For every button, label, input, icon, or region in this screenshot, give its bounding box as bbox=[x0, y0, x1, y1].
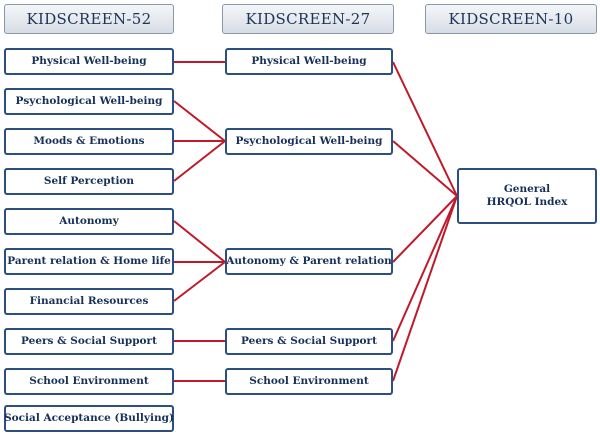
header-kidscreen-27: KIDSCREEN-27 bbox=[222, 4, 394, 34]
k10-general-hrqol-index: General HRQOL Index bbox=[457, 168, 597, 224]
k27-physical-well-being: Physical Well-being bbox=[225, 48, 393, 75]
k27-autonomy-parent-relation: Autonomy & Parent relation bbox=[225, 248, 393, 275]
connector-psych-3 bbox=[173, 140, 226, 182]
k52-peers-social-support: Peers & Social Support bbox=[4, 328, 174, 355]
k52-psychological-well-being: Psychological Well-being bbox=[4, 88, 174, 115]
k27-school-environment: School Environment bbox=[225, 368, 393, 395]
k52-financial-resources: Financial Resources bbox=[4, 288, 174, 315]
connector-psych-1 bbox=[173, 100, 226, 142]
k52-autonomy: Autonomy bbox=[4, 208, 174, 235]
connector-autonomy-3 bbox=[173, 261, 226, 302]
connector-k10-3 bbox=[392, 195, 458, 263]
k10-label-line2: HRQOL Index bbox=[486, 196, 568, 208]
k52-social-acceptance-bullying: Social Acceptance (Bullying) bbox=[4, 405, 174, 432]
connector-k10-2 bbox=[392, 140, 458, 197]
k27-psychological-well-being: Psychological Well-being bbox=[225, 128, 393, 155]
k52-parent-relation-home-life: Parent relation & Home life bbox=[4, 248, 174, 275]
k10-label-line1: General bbox=[503, 183, 551, 195]
k52-school-environment: School Environment bbox=[4, 368, 174, 395]
connector-k10-5 bbox=[392, 195, 458, 382]
connector-k10-1 bbox=[392, 61, 458, 197]
k27-peers-social-support: Peers & Social Support bbox=[225, 328, 393, 355]
connector-autonomy-1 bbox=[173, 220, 226, 263]
connector-k10-4 bbox=[392, 195, 458, 342]
header-kidscreen-52: KIDSCREEN-52 bbox=[4, 4, 174, 34]
k52-self-perception: Self Perception bbox=[4, 168, 174, 195]
k52-moods-emotions: Moods & Emotions bbox=[4, 128, 174, 155]
k52-physical-well-being: Physical Well-being bbox=[4, 48, 174, 75]
header-kidscreen-10: KIDSCREEN-10 bbox=[425, 4, 597, 34]
